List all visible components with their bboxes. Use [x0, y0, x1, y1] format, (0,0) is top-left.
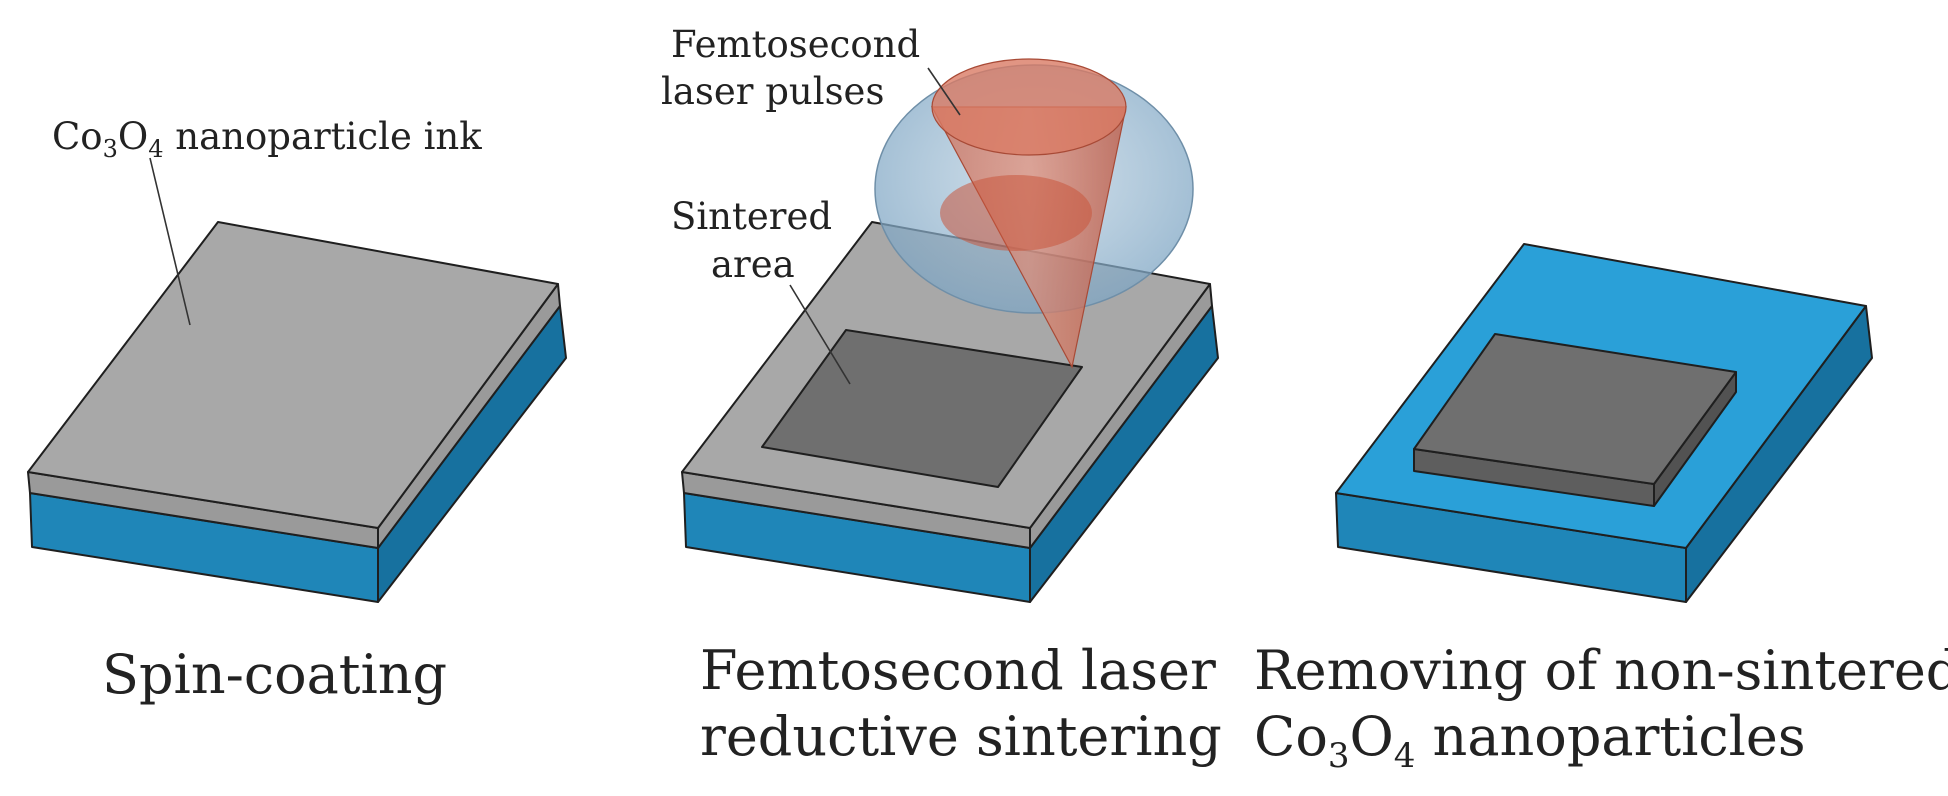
sintered-leader-line — [789, 284, 851, 385]
panel-laser-sintering: Femtosecond laser pulses Sintered area F… — [661, 23, 1222, 768]
sintered-area — [761, 329, 1083, 488]
ink-label: Co3O4 nanoparticle ink — [52, 115, 482, 163]
laser-cone-mid — [940, 175, 1092, 251]
sintered-block-top — [1413, 333, 1737, 485]
laser-label-line1: Femtosecond — [671, 23, 920, 66]
caption-laser-line1: Femtosecond laser — [700, 639, 1216, 702]
caption-laser-line2: reductive sintering — [700, 705, 1222, 768]
panel-spin-coating: Co3O4 nanoparticle ink Spin-coating — [27, 115, 567, 706]
ink-leader-line — [149, 157, 191, 326]
ink-top-face — [27, 221, 559, 529]
caption-removing-line1: Removing of non-sintered — [1254, 639, 1948, 702]
caption-spin-coating: Spin-coating — [102, 643, 447, 706]
laser-label-line2: laser pulses — [661, 70, 884, 113]
panel-removing: Removing of non-sintered Co3O4 nanoparti… — [1254, 243, 1948, 776]
laser-cone-top — [931, 58, 1127, 156]
sintered-label-line1: Sintered — [671, 195, 832, 238]
caption-removing-line2: Co3O4 nanoparticles — [1254, 705, 1806, 776]
sintered-label-line2: area — [711, 243, 795, 286]
laser-leader-line — [927, 67, 961, 116]
